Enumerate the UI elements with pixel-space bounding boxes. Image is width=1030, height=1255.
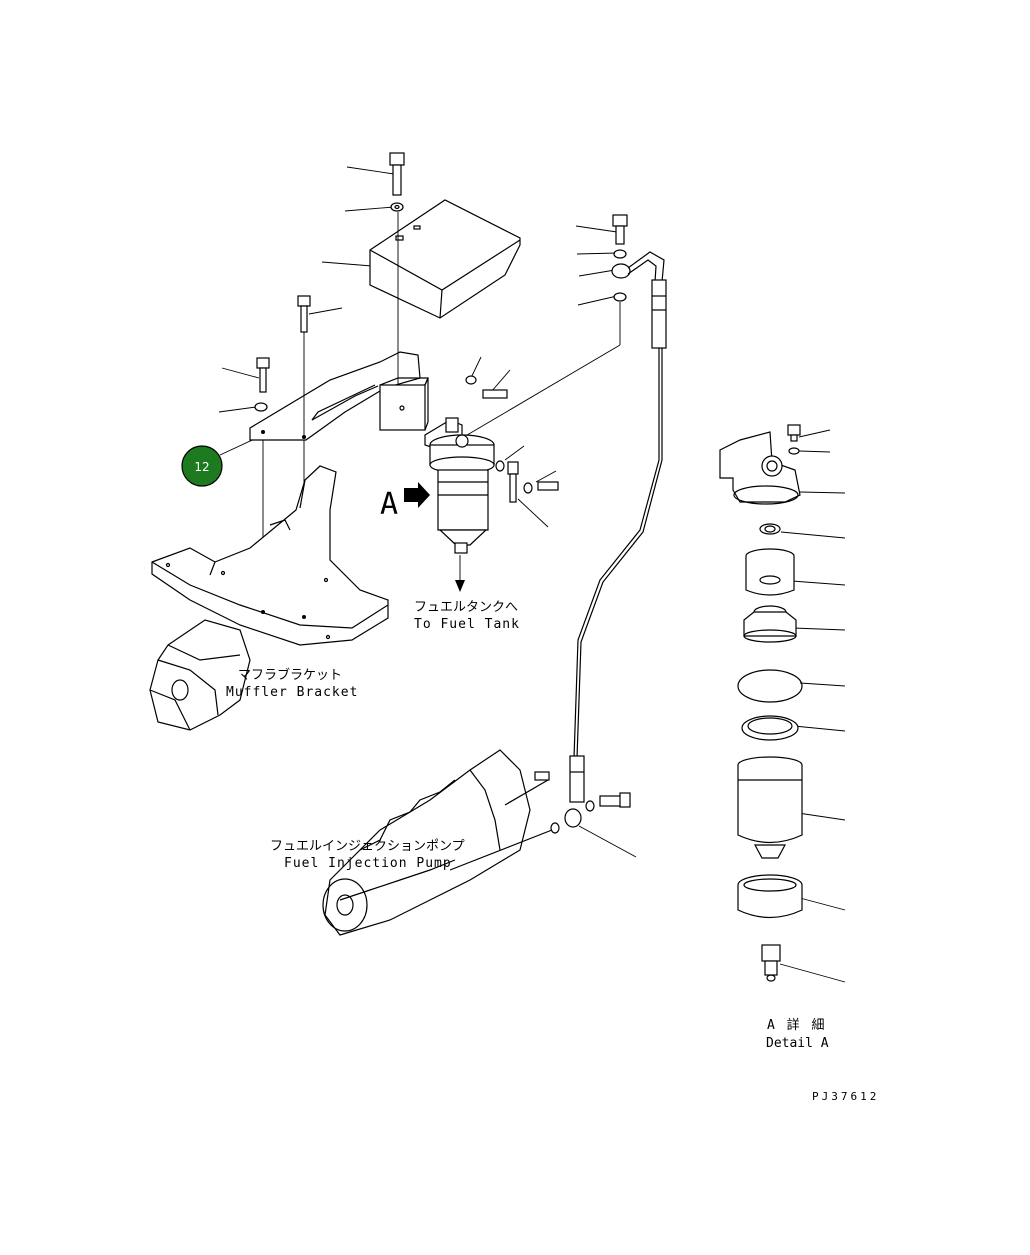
view-arrow-icon — [404, 482, 430, 508]
leader-lines — [218, 166, 637, 858]
fuel-injection-pump-jp: フュエルインジェクションポンプ — [270, 839, 465, 854]
detail-a-parts — [719, 424, 803, 982]
labels: フュエルタンクへ To Fuel Tank マフラブラケット Muffler B… — [226, 600, 879, 1103]
fuel-filter-assembly — [424, 375, 559, 592]
callout-number[interactable]: 12 — [194, 460, 209, 474]
upper-bracket — [249, 295, 429, 441]
muffler-bracket-en: Muffler Bracket — [226, 685, 358, 700]
detail-leader-lines — [779, 429, 846, 983]
muffler-bracket — [151, 465, 389, 646]
muffler-bracket-jp: マフラブラケット — [238, 667, 342, 683]
return-hose — [550, 214, 667, 834]
view-arrow: A — [380, 482, 430, 522]
callout-badge[interactable] — [181, 445, 223, 487]
drawing-number: PJ37612 — [812, 1090, 879, 1103]
to-fuel-tank-en: To Fuel Tank — [414, 617, 520, 632]
view-marker-label: A — [380, 487, 398, 522]
callout-12[interactable]: 12 — [181, 445, 223, 487]
fuel-injection-pump — [322, 749, 553, 936]
detail-a-en: Detail A — [766, 1036, 829, 1051]
detail-a-jp: A 詳 細 — [767, 1017, 826, 1033]
cover-plate — [369, 199, 521, 319]
fuel-injection-pump-en: Fuel Injection Pump — [284, 856, 452, 871]
top-bolt — [389, 152, 405, 212]
to-fuel-tank-jp: フュエルタンクへ — [414, 600, 518, 615]
engine-block — [149, 619, 251, 731]
